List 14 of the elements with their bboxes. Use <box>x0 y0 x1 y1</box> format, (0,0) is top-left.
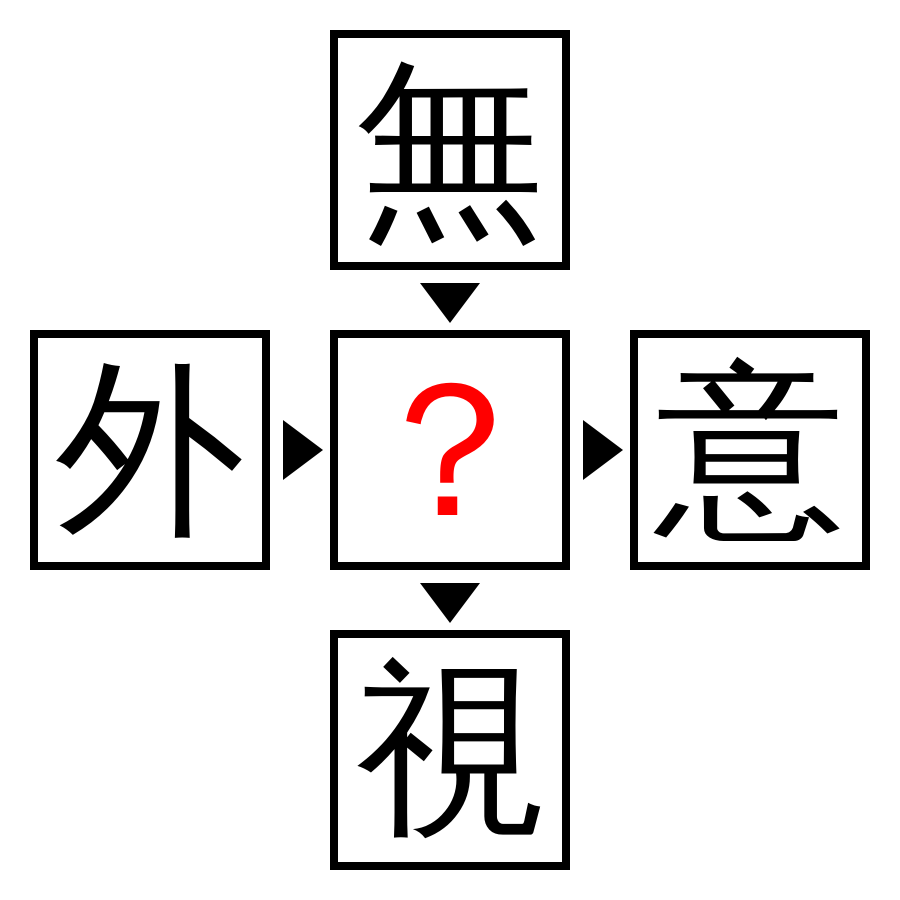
arrow <box>583 420 623 480</box>
character-box <box>30 330 270 570</box>
arrow <box>283 420 323 480</box>
character-box <box>630 330 870 570</box>
kanji-character: 無 <box>355 55 545 245</box>
character-box <box>330 30 570 270</box>
arrow <box>420 583 480 623</box>
character-box <box>330 330 570 570</box>
character-box <box>330 630 570 870</box>
arrow <box>420 283 480 323</box>
question-mark: ？ <box>355 355 545 545</box>
kanji-character: 意 <box>655 355 845 545</box>
kanji-character: 外 <box>55 355 245 545</box>
kanji-character: 視 <box>355 655 545 845</box>
